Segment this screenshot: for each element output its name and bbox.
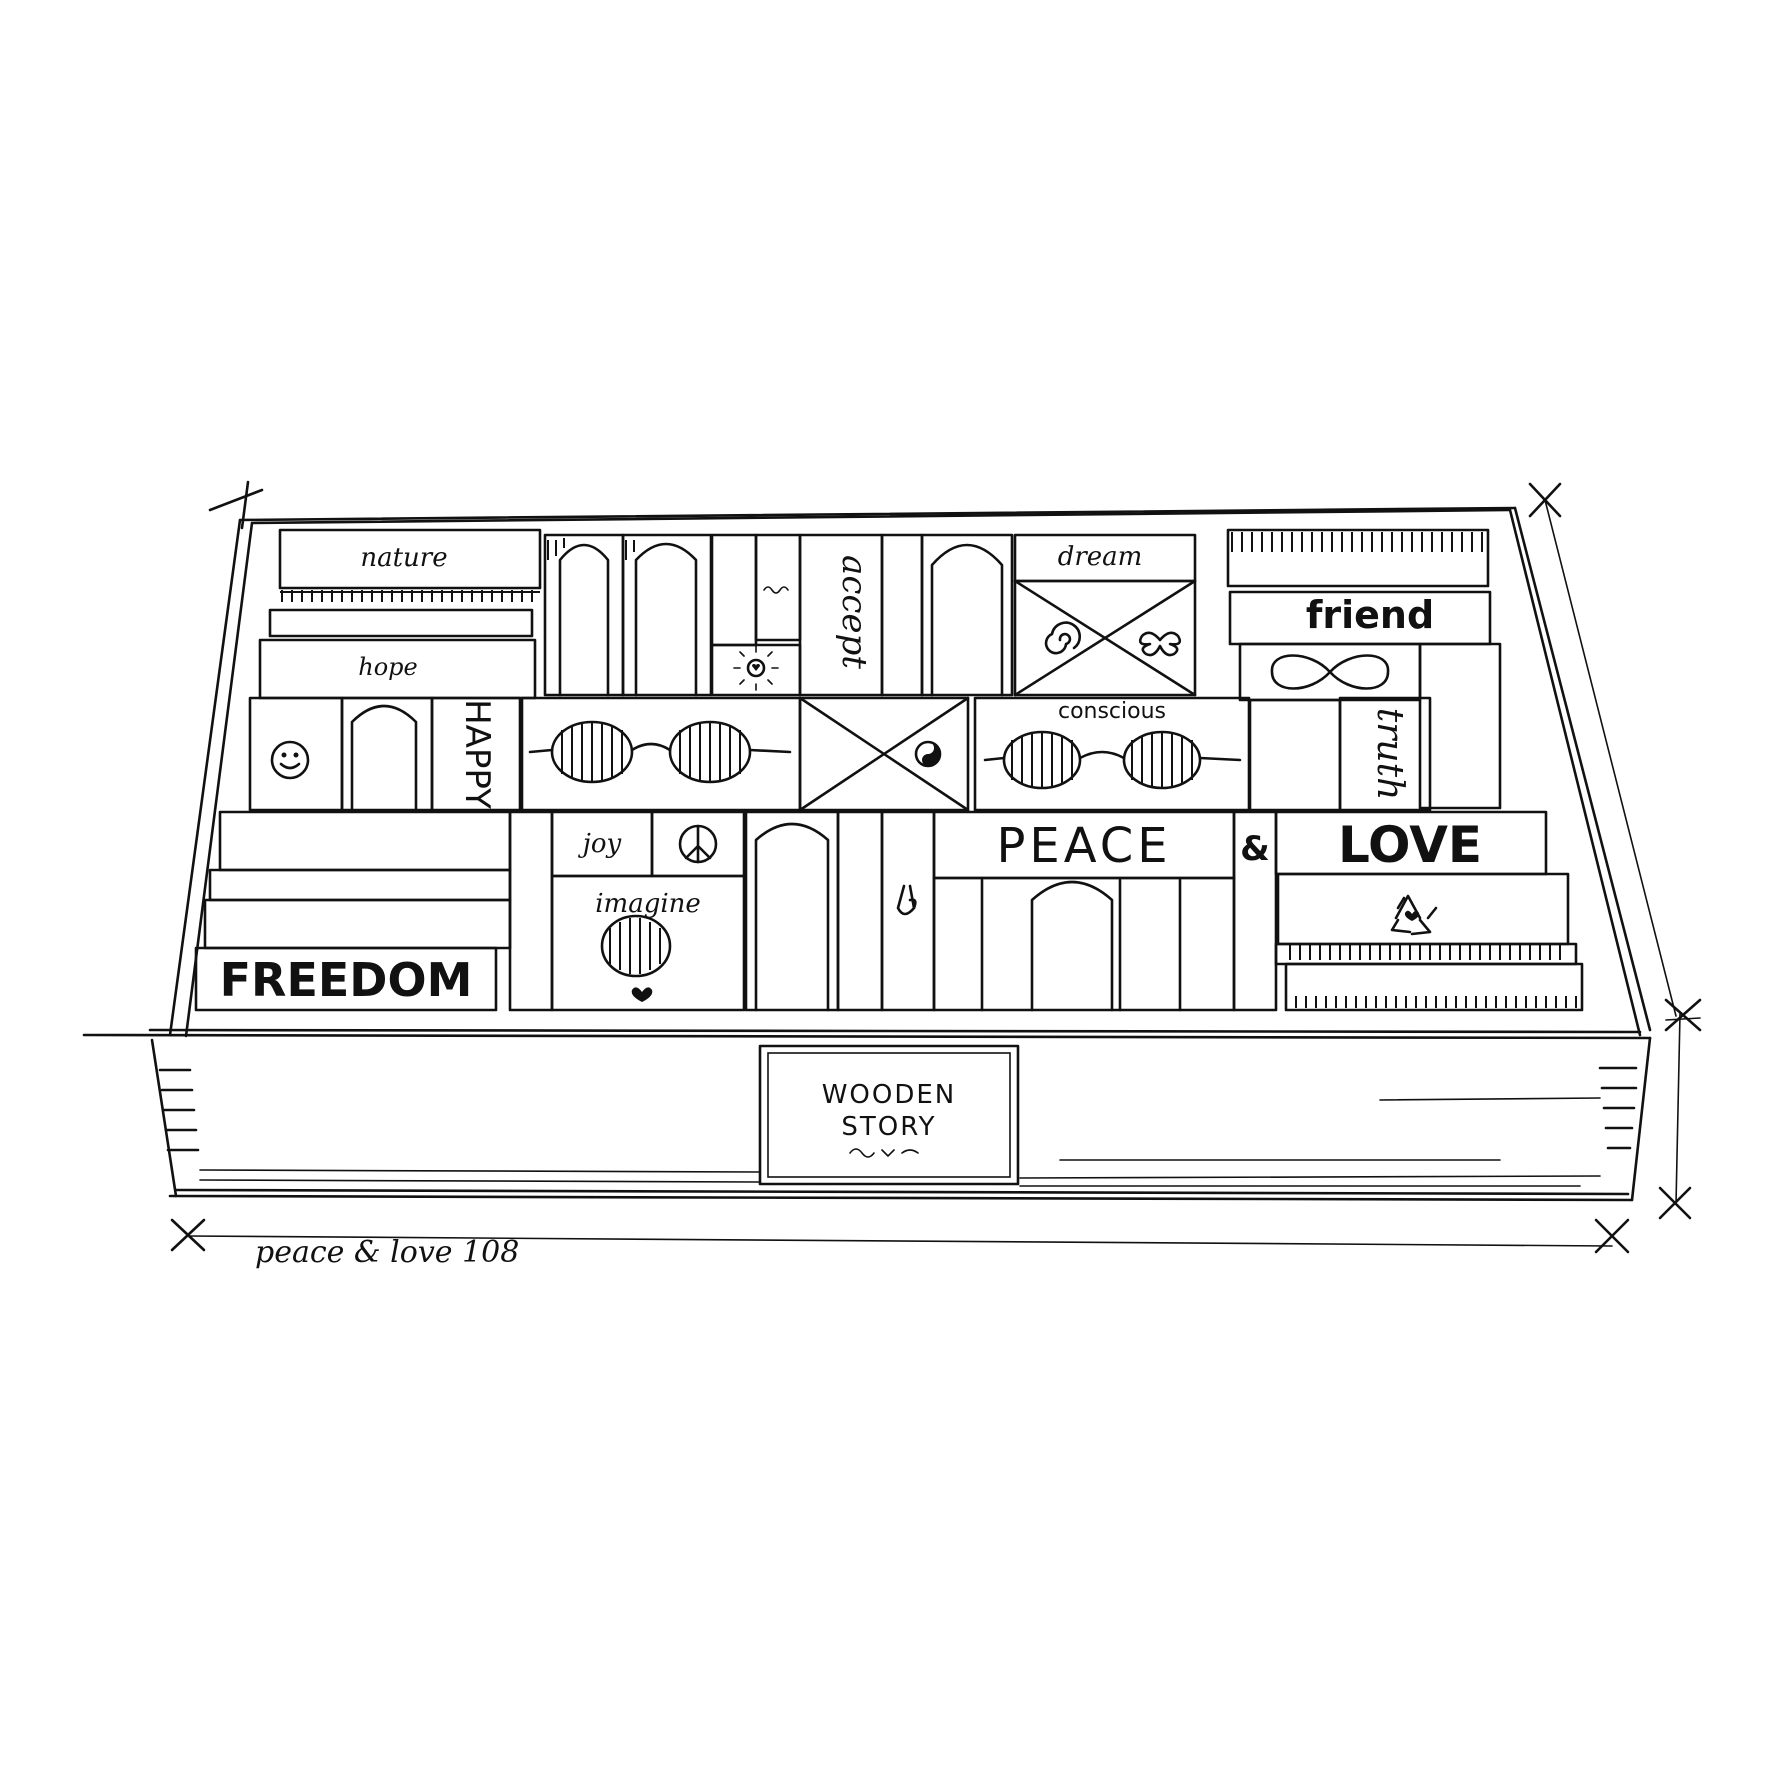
block-peace: PEACE [932, 810, 1236, 880]
butterfly-icon [1138, 631, 1182, 657]
block-peace-sign [650, 810, 746, 878]
heart-icon [631, 987, 653, 1002]
block-infinity [1238, 642, 1422, 702]
arch-blocks-top [543, 533, 713, 697]
tray-outline [82, 506, 1652, 1202]
block-plank-left-4 [203, 898, 512, 950]
block-friend-word: friend [1306, 593, 1434, 637]
box-label-scribble [849, 1148, 919, 1158]
block-right-plain [1248, 698, 1342, 812]
spiral-icon [1044, 621, 1081, 655]
block-happy: HAPPY [430, 696, 522, 812]
block-tall-right [1418, 642, 1502, 810]
block-plank-left-3 [208, 868, 512, 902]
block-nature-word: nature [360, 543, 447, 573]
block-conscious: conscious [973, 696, 1251, 812]
block-small-tall [710, 533, 802, 647]
recycle-icon [1390, 894, 1438, 936]
block-accept-word: accept [834, 555, 874, 669]
block-plank-vertical-left [508, 810, 554, 1012]
block-dream: dream [1013, 533, 1197, 583]
victory-hand-icon [896, 884, 917, 916]
annotations: peace & love 108 [255, 1235, 519, 1270]
block-smile [248, 696, 344, 812]
box-label-plate: WOODEN STORY [758, 1044, 1020, 1186]
block-sun [710, 643, 802, 697]
block-x-symbols [1013, 579, 1197, 697]
block-plank-vertical-mid-1 [836, 810, 884, 1012]
block-x-yinyang [798, 696, 970, 812]
block-plank-right-3 [1284, 962, 1584, 1012]
block-freedom: FREEDOM [194, 946, 498, 1012]
block-imagine-word: imagine [595, 889, 701, 919]
block-plank-left-2 [218, 810, 512, 872]
block-love-word: LOVE [1338, 816, 1482, 874]
block-joy-word: joy [578, 829, 622, 859]
tray-wood-grain [158, 1066, 1638, 1187]
block-dream-word: dream [1058, 542, 1143, 572]
block-recycle [1276, 872, 1570, 946]
smiley-icon [270, 740, 310, 780]
set-name-annotation: peace & love 108 [255, 1235, 519, 1270]
block-happy-word: HAPPY [457, 699, 497, 809]
block-nature: nature [278, 528, 542, 602]
block-accept: accept [798, 533, 884, 697]
block-conscious-word: conscious [1058, 699, 1166, 724]
block-hope: hope [258, 638, 537, 700]
block-joy: joy [550, 810, 654, 878]
block-peace-word: PEACE [996, 818, 1171, 874]
blocks-area: nature hope [194, 528, 1584, 1012]
block-plank-right-top [1226, 528, 1490, 588]
infinity-icon [1270, 654, 1390, 690]
box-label-line2: STORY [841, 1112, 936, 1142]
box-label-line1: WOODEN [822, 1080, 957, 1110]
block-victory [880, 810, 936, 1012]
arch-block-center-top [880, 533, 1014, 697]
block-hope-word: hope [358, 653, 417, 681]
arch-block-center-bottom [744, 810, 840, 1012]
block-ampersand: & [1232, 810, 1278, 1012]
arch-block-happy [340, 696, 434, 812]
block-love: LOVE [1274, 810, 1548, 876]
arch-block-under-peace [932, 876, 1236, 1012]
block-plank-1 [268, 608, 534, 638]
block-sunglasses-1 [520, 696, 802, 812]
block-freedom-word: FREEDOM [220, 953, 473, 1007]
dimension-marks [170, 480, 1702, 1254]
block-imagine: imagine [550, 874, 746, 1012]
block-friend: friend [1228, 590, 1492, 646]
block-truth-word: truth [1369, 708, 1410, 801]
block-truth: truth [1338, 696, 1432, 812]
block-ampersand-word: & [1240, 829, 1270, 869]
